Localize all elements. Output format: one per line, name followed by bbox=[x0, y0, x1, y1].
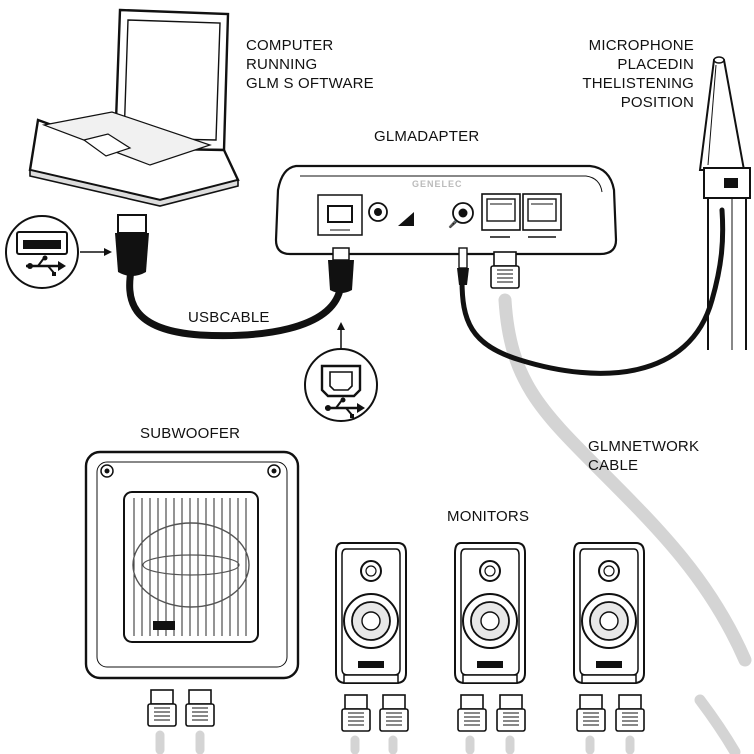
brand-text: GENELEC bbox=[412, 179, 463, 189]
usb-cable-label: USBCABLE bbox=[188, 309, 270, 326]
microphone-label-line: THELISTENING bbox=[582, 75, 694, 92]
network-cable-label-line: CABLE bbox=[588, 457, 639, 474]
computer-label: COMPUTER RUNNING GLM S OFTWARE bbox=[246, 36, 374, 93]
usb-b-plug bbox=[328, 247, 354, 293]
microphone-label-line: POSITION bbox=[620, 94, 694, 111]
computer-label-line: COMPUTER bbox=[246, 37, 334, 54]
network-cables bbox=[155, 293, 752, 754]
microphone-icon bbox=[698, 56, 751, 350]
monitors-label: MONITORS bbox=[447, 508, 530, 525]
computer-label-line: GLM S OFTWARE bbox=[246, 75, 374, 92]
rj45-connector-icon bbox=[457, 694, 487, 732]
rj45-connector-icon bbox=[496, 694, 526, 732]
rj45-connector-icon bbox=[615, 694, 645, 732]
microphone-label-line: PLACEDIN bbox=[617, 56, 694, 73]
usb-a-port-icon bbox=[5, 215, 79, 289]
monitor-speaker-icon bbox=[454, 542, 526, 684]
monitor-speaker-icon bbox=[573, 542, 645, 684]
glm-adapter: GENELEC 🎤 bbox=[274, 164, 618, 256]
microphone-cable bbox=[459, 207, 726, 376]
usb-a-plug bbox=[115, 214, 149, 276]
rj45-connector-icon bbox=[379, 694, 409, 732]
subwoofer-label: SUBWOOFER bbox=[140, 425, 241, 442]
subwoofer-icon bbox=[84, 450, 300, 680]
mic-jack-plug bbox=[457, 247, 469, 285]
microphone-label: MICROPHONE PLACEDIN THELISTENING POSITIO… bbox=[582, 36, 694, 112]
rj45-connector-icon bbox=[185, 689, 215, 727]
rj45-connector-icon bbox=[147, 689, 177, 727]
network-cable-label-line: GLMNETWORK bbox=[588, 438, 700, 455]
monitor-speaker-icon bbox=[335, 542, 407, 684]
rj45-connector-icon bbox=[490, 251, 520, 289]
microphone-label-line: MICROPHONE bbox=[588, 37, 694, 54]
usb-b-port-icon bbox=[304, 348, 378, 422]
computer-label-line: RUNNING bbox=[246, 56, 318, 73]
network-cable-label: GLMNETWORK CABLE bbox=[588, 437, 699, 475]
laptop-icon bbox=[28, 8, 240, 207]
rj45-connector-icon bbox=[341, 694, 371, 732]
rj45-connector-icon bbox=[576, 694, 606, 732]
usb-cable bbox=[126, 261, 344, 340]
adapter-label: GLMADAPTER bbox=[374, 128, 480, 145]
